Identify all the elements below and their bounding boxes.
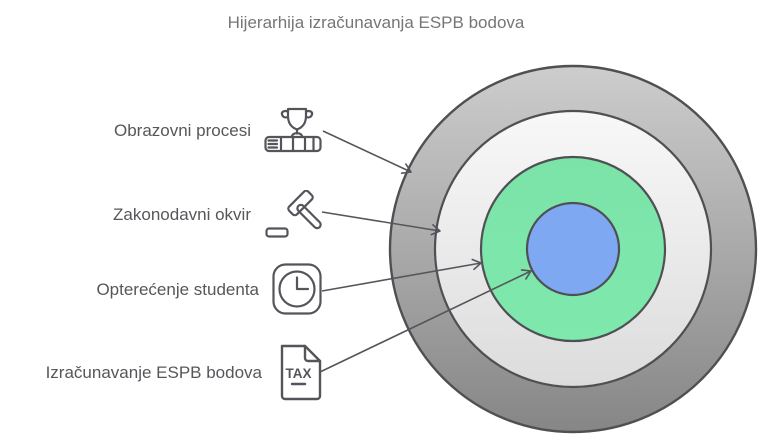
diagram-title: Hijerarhija izračunavanja ESPB bodova	[227, 13, 525, 32]
label-zakonodavni-okvir: Zakonodavni okvir	[113, 204, 251, 224]
tax-icon-text: TAX	[286, 366, 312, 381]
trophy-on-books-icon	[264, 107, 322, 153]
label-obrazovni-procesi: Obrazovni procesi	[113, 120, 251, 140]
arrow-zakonodavni-okvir	[321, 211, 441, 236]
gavel-icon	[265, 190, 322, 238]
tax-document-icon: TAX	[280, 344, 322, 401]
label-izracunavanje-espb: Izračunavanje ESPB bodova	[45, 363, 262, 382]
ring-center-izracunavanje-espb	[525, 201, 621, 297]
legend-row-izracunavanje-espb: Izračunavanje ESPB bodova TAX	[46, 344, 322, 401]
legend-row-opterecenje-studenta: Opterećenje studenta	[96, 263, 322, 315]
legend-row-zakonodavni-okvir: Zakonodavni okvir	[113, 190, 322, 238]
clock-icon	[272, 263, 322, 315]
label-opterecenje-studenta: Opterećenje studenta	[96, 279, 259, 299]
arrow-obrazovni-procesi	[322, 130, 412, 174]
arrow-opterecenje-studenta	[321, 258, 482, 292]
arrow-izracunavanje-espb	[319, 269, 532, 373]
legend-row-obrazovni-procesi: Obrazovni procesi	[114, 107, 322, 153]
